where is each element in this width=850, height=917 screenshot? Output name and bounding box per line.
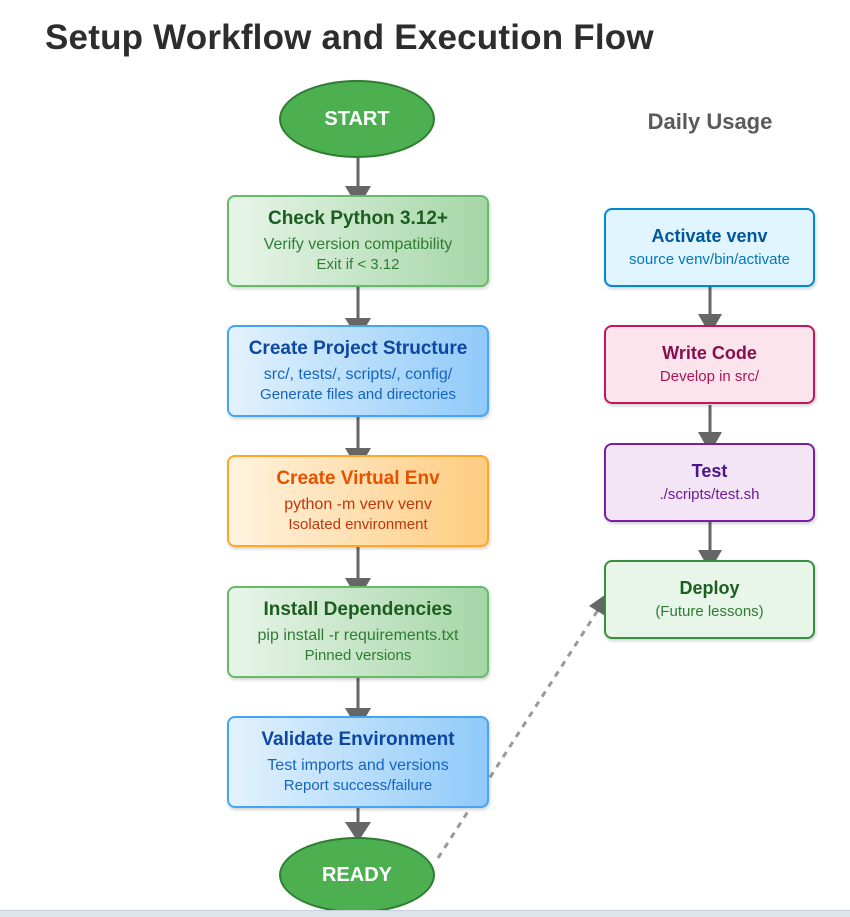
step-create-virtual-env: Create Virtual Env python -m venv venv I…	[227, 455, 489, 547]
daily-line1: ./scripts/test.sh	[659, 486, 760, 503]
daily-deploy: Deploy (Future lessons)	[604, 560, 815, 639]
page-title: Setup Workflow and Execution Flow	[45, 18, 654, 57]
step-line1: Test imports and versions	[267, 757, 449, 774]
step-line1: src/, tests/, scripts/, config/	[263, 366, 453, 383]
step-line2: Isolated environment	[288, 516, 428, 533]
step-install-dependencies: Install Dependencies pip install -r requ…	[227, 586, 489, 678]
step-line2: Report success/failure	[283, 777, 433, 794]
daily-title: Test	[691, 461, 728, 481]
daily-title: Write Code	[662, 343, 757, 363]
daily-line1: Develop in src/	[659, 368, 760, 385]
step-line2: Pinned versions	[304, 647, 412, 664]
start-node: START	[279, 80, 435, 158]
daily-write-code: Write Code Develop in src/	[604, 325, 815, 404]
window-bottom-edge	[0, 910, 850, 917]
step-title: Validate Environment	[261, 729, 455, 750]
step-line1: python -m venv venv	[284, 496, 432, 513]
step-line1: pip install -r requirements.txt	[257, 627, 459, 644]
daily-title: Activate venv	[651, 226, 768, 246]
step-validate-environment: Validate Environment Test imports and ve…	[227, 716, 489, 808]
start-label: START	[324, 107, 390, 130]
daily-line1: source venv/bin/activate	[629, 251, 790, 268]
daily-line1: (Future lessons)	[655, 603, 764, 620]
ready-label: READY	[321, 863, 392, 886]
step-title: Create Project Structure	[248, 338, 468, 359]
step-title: Install Dependencies	[263, 599, 453, 620]
step-line2: Exit if < 3.12	[316, 256, 400, 273]
daily-usage-title: Daily Usage	[647, 109, 773, 134]
step-title: Create Virtual Env	[276, 468, 440, 489]
step-line1: Verify version compatibility	[263, 236, 453, 253]
daily-activate-venv: Activate venv source venv/bin/activate	[604, 208, 815, 287]
daily-title: Deploy	[679, 578, 740, 598]
daily-test: Test ./scripts/test.sh	[604, 443, 815, 522]
step-line2: Generate files and directories	[260, 386, 456, 403]
step-title: Check Python 3.12+	[267, 208, 449, 229]
ready-node: READY	[279, 837, 435, 913]
step-check-python: Check Python 3.12+ Verify version compat…	[227, 195, 489, 287]
step-create-project-structure: Create Project Structure src/, tests/, s…	[227, 325, 489, 417]
